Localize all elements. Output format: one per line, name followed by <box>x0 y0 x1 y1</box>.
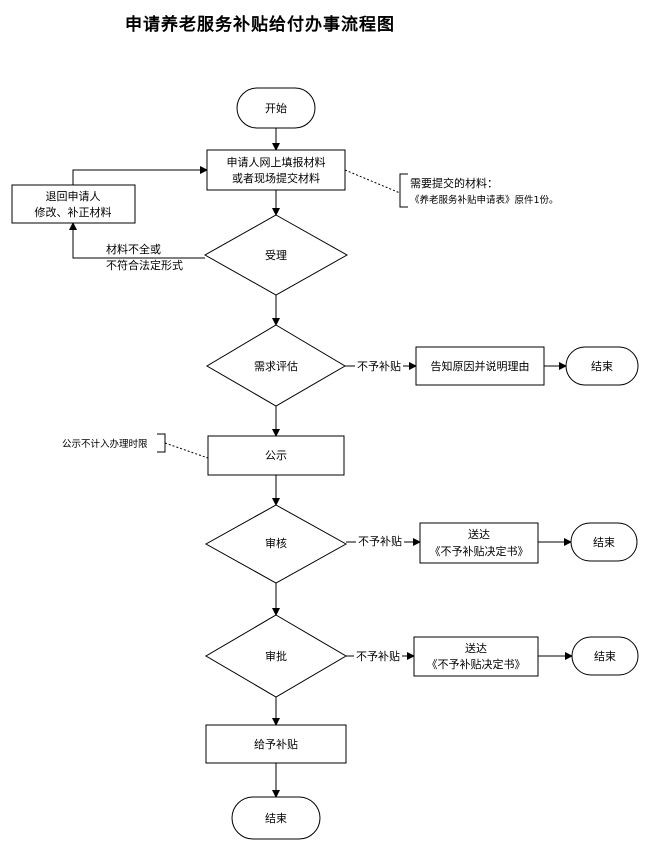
end-review-node: 结束 <box>570 522 638 562</box>
publicity-leader <box>164 442 209 459</box>
incomplete-label-line2: 不符合法定形式 <box>106 258 183 272</box>
end-assess-node: 结束 <box>565 346 639 386</box>
end-approve-node: 结束 <box>571 636 639 676</box>
return-label-line2: 修改、补正材料 <box>35 205 112 219</box>
deliver-approve-line1: 送达 <box>465 641 487 655</box>
review-label: 审核 <box>265 536 287 550</box>
accept-diamond: 受理 <box>203 214 349 296</box>
deliver-approve-box: 送达 《不予补贴决定书》 <box>413 636 539 677</box>
submit-label-line2: 或者现场提交材料 <box>232 171 320 185</box>
assess-label: 需求评估 <box>254 360 298 373</box>
return-box: 退回申请人 修改、补正材料 <box>11 184 136 224</box>
materials-note-title: 需要提交的材料： <box>410 176 498 190</box>
accept-label: 受理 <box>265 249 287 262</box>
deliver-review-line2: 《不予补贴决定书》 <box>430 544 529 558</box>
publicity-note: 公示不计入办理时限 <box>62 438 148 450</box>
publicize-label: 公示 <box>265 449 287 462</box>
end-final-label: 结束 <box>265 812 287 825</box>
materials-bracket <box>399 173 408 208</box>
start-node: 开始 <box>236 87 316 129</box>
deliver-review-box: 送达 《不予补贴决定书》 <box>419 522 539 564</box>
return-label-line1: 退回申请人 <box>46 190 101 203</box>
review-diamond: 审核 <box>204 504 348 584</box>
deliver-review-line1: 送达 <box>468 527 490 541</box>
materials-leader <box>344 169 401 194</box>
notify-reason-label: 告知原因并说明理由 <box>431 359 530 373</box>
no-subsidy-label-review: 不予补贴 <box>358 534 402 548</box>
grant-label: 给予补贴 <box>254 737 298 751</box>
incomplete-label-line1: 材料不全或 <box>106 242 161 256</box>
publicize-box: 公示 <box>207 435 345 476</box>
end-final-node: 结束 <box>231 796 321 840</box>
publicity-bracket <box>157 433 166 453</box>
notify-reason-box: 告知原因并说明理由 <box>415 346 545 386</box>
end-approve-label: 结束 <box>594 650 616 663</box>
assess-diamond: 需求评估 <box>206 324 346 407</box>
end-assess-label: 结束 <box>591 360 613 373</box>
start-label: 开始 <box>265 101 287 115</box>
approve-diamond: 审批 <box>205 614 347 698</box>
page-title: 申请养老服务补贴给付办事流程图 <box>125 15 395 35</box>
no-subsidy-label-approve: 不予补贴 <box>356 649 400 663</box>
submit-box: 申请人网上填报材料 或者现场提交材料 <box>206 149 346 191</box>
materials-note-detail: 《养老服务补贴申请表》原件1份。 <box>410 194 559 206</box>
grant-box: 给予补贴 <box>205 724 347 764</box>
end-review-label: 结束 <box>593 536 615 549</box>
approve-label: 审批 <box>265 649 287 663</box>
deliver-approve-line2: 《不予补贴决定书》 <box>427 657 526 671</box>
no-subsidy-label-assess: 不予补贴 <box>357 359 401 373</box>
submit-label-line1: 申请人网上填报材料 <box>227 155 326 169</box>
